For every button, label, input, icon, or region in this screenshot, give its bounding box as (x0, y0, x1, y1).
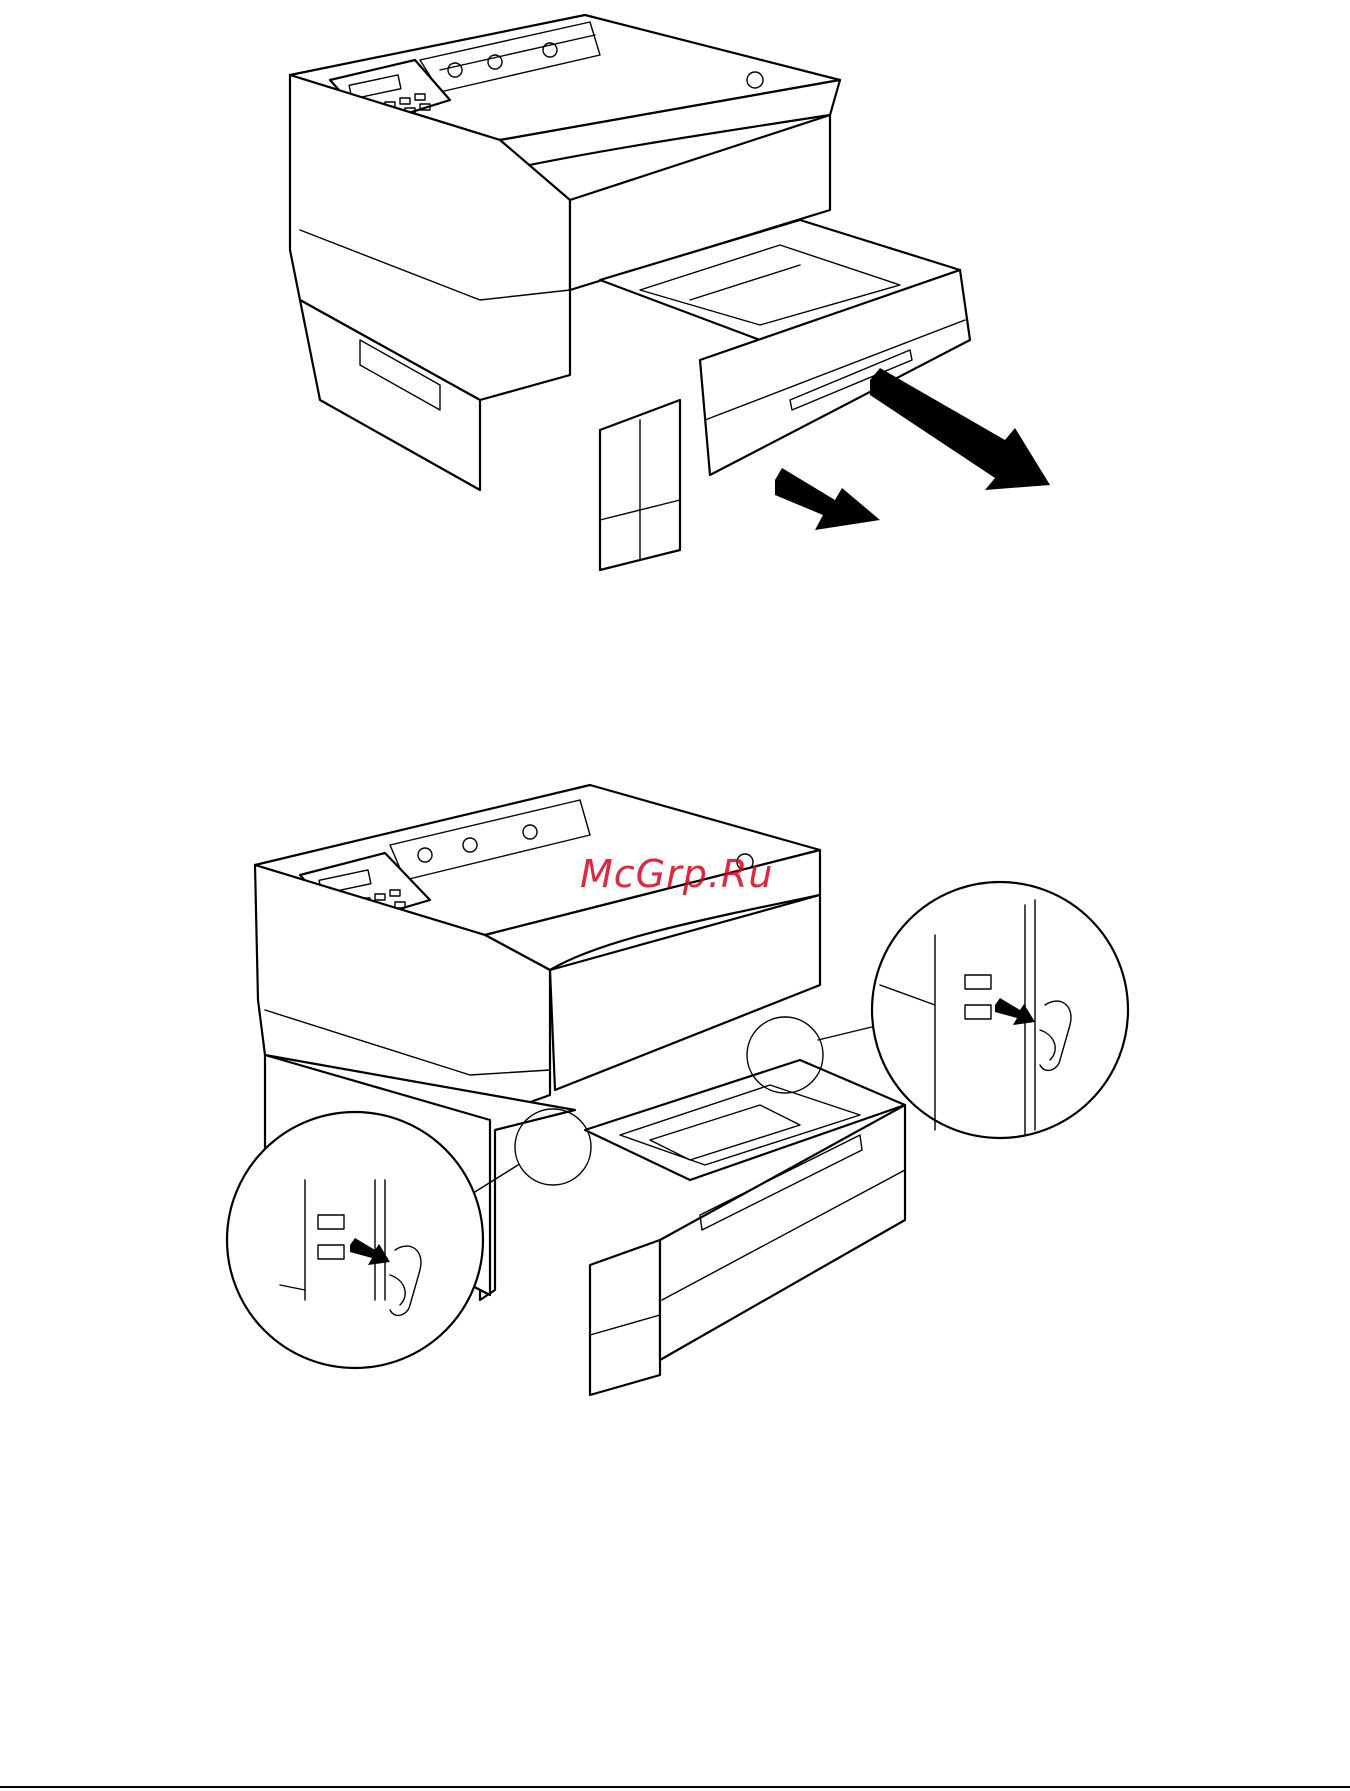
watermark-text: McGrp.Ru (580, 852, 773, 896)
printer-illustration-2 (0, 0, 1350, 1400)
stopper-magnified-left (227, 1112, 483, 1368)
footer-rule (0, 1786, 1350, 1788)
stopper-magnified-right (872, 882, 1128, 1138)
stopper-callout-left (515, 1109, 591, 1185)
